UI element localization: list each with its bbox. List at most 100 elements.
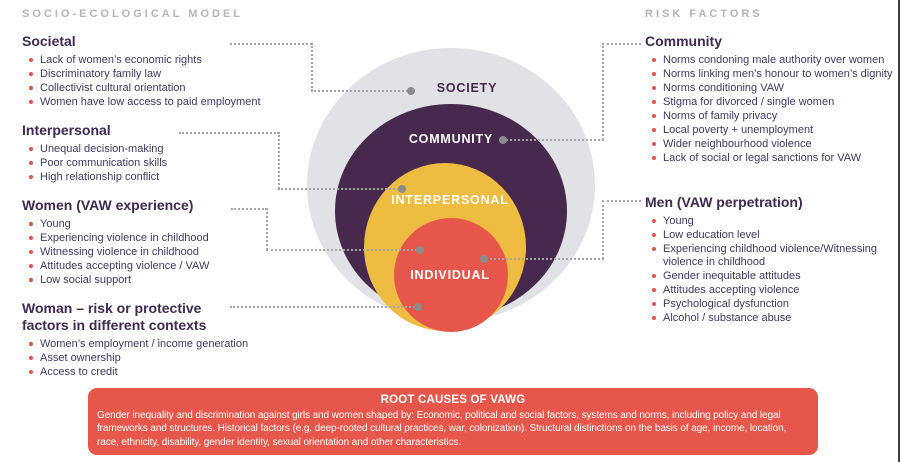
- bullet-text: Norms condoning male authority over wome…: [663, 54, 885, 66]
- bullet-dot: [29, 356, 33, 360]
- bullet-text: Poor communication skills: [40, 157, 168, 169]
- bullet-dot: [652, 142, 656, 146]
- ring-individual: [394, 218, 508, 332]
- bullet-text: Experiencing violence in childhood: [40, 232, 209, 244]
- bullet-item: Wider neighbourhood violence: [645, 138, 903, 151]
- bullet-item: Alcohol / substance abuse: [645, 312, 903, 325]
- bullet-dot: [652, 86, 656, 90]
- bullet-text: Women’s employment / income generation: [40, 338, 249, 350]
- bullet-dot: [29, 370, 33, 374]
- bullet-text: Women have low access to paid employment: [40, 96, 261, 108]
- bullet-item: High relationship conflict: [22, 171, 322, 184]
- bullet-text: Unequal decision-making: [40, 143, 164, 155]
- connector-dot: [407, 87, 415, 95]
- bullet-item: Witnessing violence in childhood: [22, 246, 322, 259]
- connector-line: [179, 132, 279, 134]
- bullet-dot: [652, 247, 656, 251]
- right-panel-title: RISK FACTORS: [645, 8, 763, 20]
- bullet-item: Psychological dysfunction: [645, 298, 903, 311]
- bullet-item: Norms of family privacy: [645, 110, 903, 123]
- connector-line: [266, 208, 268, 250]
- bullet-dot: [652, 58, 656, 62]
- connector-dot: [480, 255, 488, 263]
- bullet-dot: [652, 233, 656, 237]
- bullet-item: Attitudes accepting violence / VAW: [22, 260, 322, 273]
- bullet-item: Norms condoning male authority over wome…: [645, 54, 903, 67]
- bullet-item: Low education level: [645, 229, 903, 242]
- ring-label-community: COMMUNITY: [408, 132, 494, 146]
- bullet-text: Norms linking men’s honour to women’s di…: [663, 68, 893, 80]
- ring-label-interpersonal: INTERPERSONAL: [391, 193, 509, 207]
- bullet-item: Women have low access to paid employment: [22, 96, 322, 109]
- bullet-text: Gender inequitable attitudes: [663, 270, 801, 282]
- bullet-text: Norms conditioning VAW: [663, 82, 785, 94]
- bullet-dot: [652, 100, 656, 104]
- bullet-dot: [29, 250, 33, 254]
- bullet-text: Alcohol / substance abuse: [663, 312, 792, 324]
- bullet-text: Young: [40, 218, 71, 230]
- bullet-dot: [652, 316, 656, 320]
- bullet-text: Access to credit: [40, 366, 118, 378]
- bullet-dot: [29, 161, 33, 165]
- bullet-dot: [29, 147, 33, 151]
- bullet-dot: [652, 156, 656, 160]
- connector-line: [602, 43, 641, 45]
- bullet-item: Access to credit: [22, 366, 322, 379]
- bullet-item: Stigma for divorced / single women: [645, 96, 903, 109]
- bullet-item: Poor communication skills: [22, 157, 322, 170]
- section-heading-societal: Societal: [22, 33, 76, 49]
- bullet-text: Low education level: [663, 229, 760, 241]
- connector-line: [311, 90, 411, 92]
- bullet-text: Discriminatory family law: [40, 68, 162, 80]
- section-heading-men-vaw-perpetration: Men (VAW perpetration): [645, 194, 803, 210]
- bullet-dot: [29, 175, 33, 179]
- bullet-dot: [29, 58, 33, 62]
- bullet-dot: [29, 278, 33, 282]
- connector-line: [503, 139, 604, 141]
- bullet-dot: [652, 114, 656, 118]
- connector-line: [230, 306, 419, 308]
- bullet-dot: [29, 236, 33, 240]
- page-edge-line: [898, 0, 900, 462]
- bullet-dot: [652, 128, 656, 132]
- root-causes-banner: ROOT CAUSES OF VAWG Gender inequality an…: [88, 388, 818, 455]
- bullet-item: Young: [22, 218, 322, 231]
- connector-dot: [416, 246, 424, 254]
- bullet-text: Lack of women’s economic rights: [40, 54, 202, 66]
- connector-line: [602, 200, 604, 259]
- left-panel: SOCIO-ECOLOGICAL MODEL Societal Lack of …: [22, 8, 322, 392]
- connector-line: [311, 43, 313, 91]
- bullet-text: Attitudes accepting violence / VAW: [40, 260, 210, 272]
- bullet-text: Attitudes accepting violence: [663, 284, 800, 296]
- bullet-item: Women’s employment / income generation: [22, 338, 322, 351]
- bullet-dot: [29, 264, 33, 268]
- bullet-dot: [652, 302, 656, 306]
- section-heading-women-vaw-experience: Women (VAW experience): [22, 197, 194, 213]
- bullet-item: Discriminatory family law: [22, 68, 322, 81]
- bullet-item: Young: [645, 215, 903, 228]
- connector-line: [483, 258, 604, 260]
- bullet-item: Lack of social or legal sanctions for VA…: [645, 152, 903, 165]
- connector-line: [278, 132, 280, 189]
- bullet-item: Gender inequitable attitudes: [645, 270, 903, 283]
- bullet-dot: [29, 72, 33, 76]
- bullet-text: Norms of family privacy: [663, 110, 778, 122]
- bullet-item: Norms linking men’s honour to women’s di…: [645, 68, 903, 81]
- bullet-dot: [652, 72, 656, 76]
- root-causes-title: ROOT CAUSES OF VAWG: [380, 394, 526, 406]
- connector-line: [266, 249, 421, 251]
- left-panel-title: SOCIO-ECOLOGICAL MODEL: [22, 8, 244, 20]
- connector-line: [602, 200, 641, 202]
- connector-line: [230, 43, 312, 45]
- section-heading-interpersonal: Interpersonal: [22, 122, 111, 138]
- connector-dot: [499, 136, 507, 144]
- ring-label-society: SOCIETY: [436, 81, 498, 95]
- section-heading-woman-risk-protective: Woman – risk or protective factors in di…: [22, 300, 207, 333]
- bullet-dot: [652, 274, 656, 278]
- bullet-dot: [652, 219, 656, 223]
- ring-label-individual: INDIVIDUAL: [410, 268, 490, 282]
- bullet-item: Attitudes accepting violence: [645, 284, 903, 297]
